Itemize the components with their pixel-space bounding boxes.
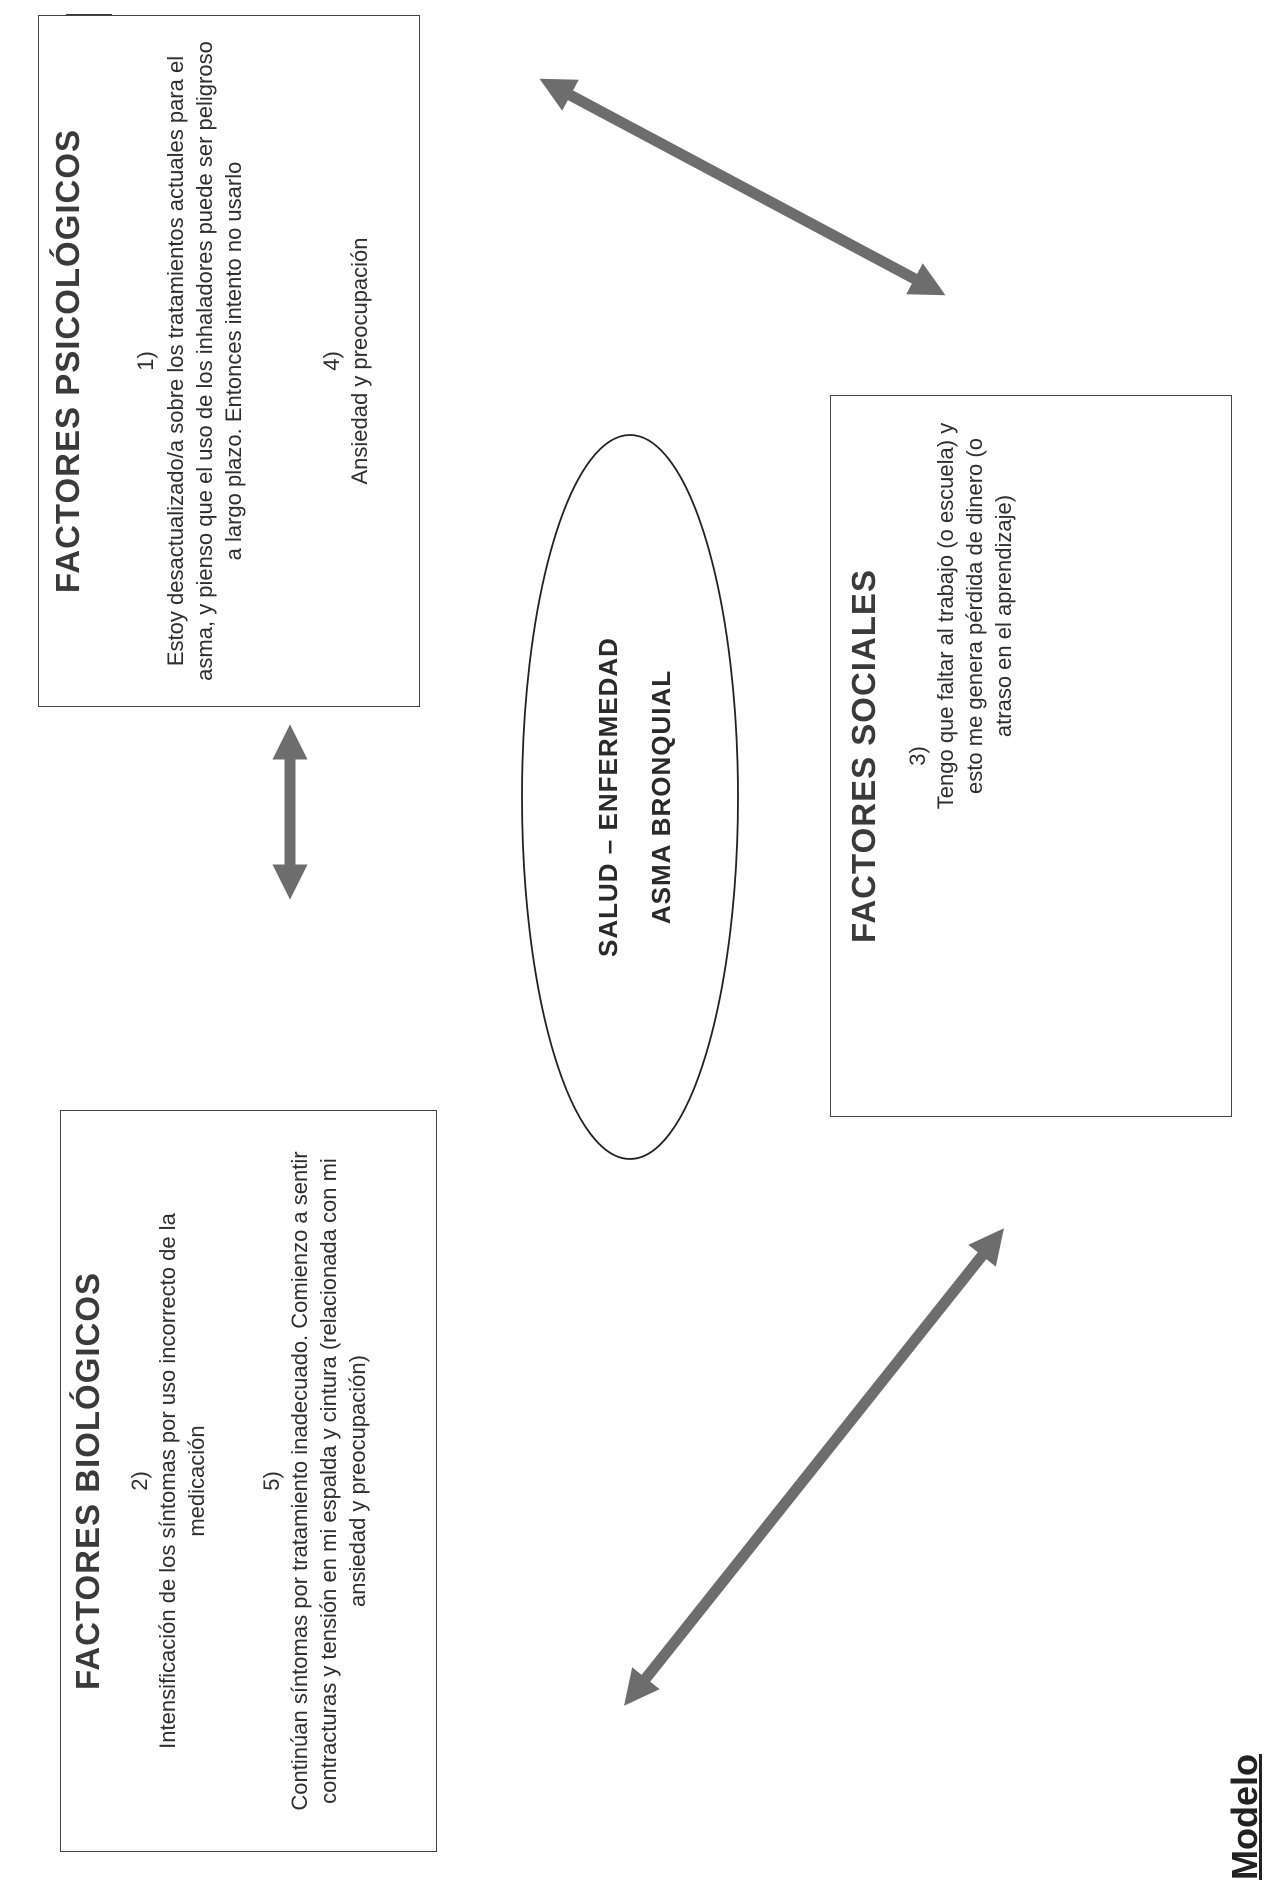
biologicos-item-2-text: Intensificación de los síntomas por uso …: [155, 1213, 209, 1749]
factores-biologicos-title: FACTORES BIOLÓGICOS: [69, 1271, 106, 1691]
factores-psicologicos-title: FACTORES PSICOLÓGICOS: [49, 128, 86, 594]
factores-sociales-title: FACTORES SOCIALES: [845, 569, 882, 943]
biologicos-item-2-number: 2): [127, 1471, 152, 1491]
psicologicos-item-1-text: Estoy desactualizado/a sobre los tratami…: [163, 41, 246, 681]
factores-sociales-box: FACTORES SOCIALES 3) Tengo que faltar al…: [830, 395, 1232, 1117]
center-title-line1: SALUD – ENFERMEDAD: [593, 637, 623, 957]
double-arrow-icon: [539, 78, 946, 296]
center-title-line2: ASMA BRONQUIAL: [646, 669, 676, 925]
sociales-item-3-number: 3): [905, 746, 930, 766]
biologicos-item-5-number: 5): [259, 1471, 284, 1491]
psicologicos-item-4-number: 4): [319, 351, 344, 371]
psicologicos-item-4-text: Ansiedad y preocupación: [347, 237, 372, 485]
factores-psicologicos-box: FACTORES PSICOLÓGICOS 1) Estoy desactual…: [38, 15, 420, 707]
factores-biologicos-box: FACTORES BIOLÓGICOS 2) Intensificación d…: [60, 1110, 437, 1852]
center-ellipse: [521, 434, 739, 1160]
sociales-item-3-text: Tengo que faltar al trabajo (o escuela) …: [933, 422, 1016, 810]
biologicos-item-5-text: Continúan síntomas por tratamiento inade…: [287, 1151, 370, 1811]
psicologicos-item-1-number: 1): [133, 351, 158, 371]
double-arrow-icon: [624, 1228, 1004, 1706]
